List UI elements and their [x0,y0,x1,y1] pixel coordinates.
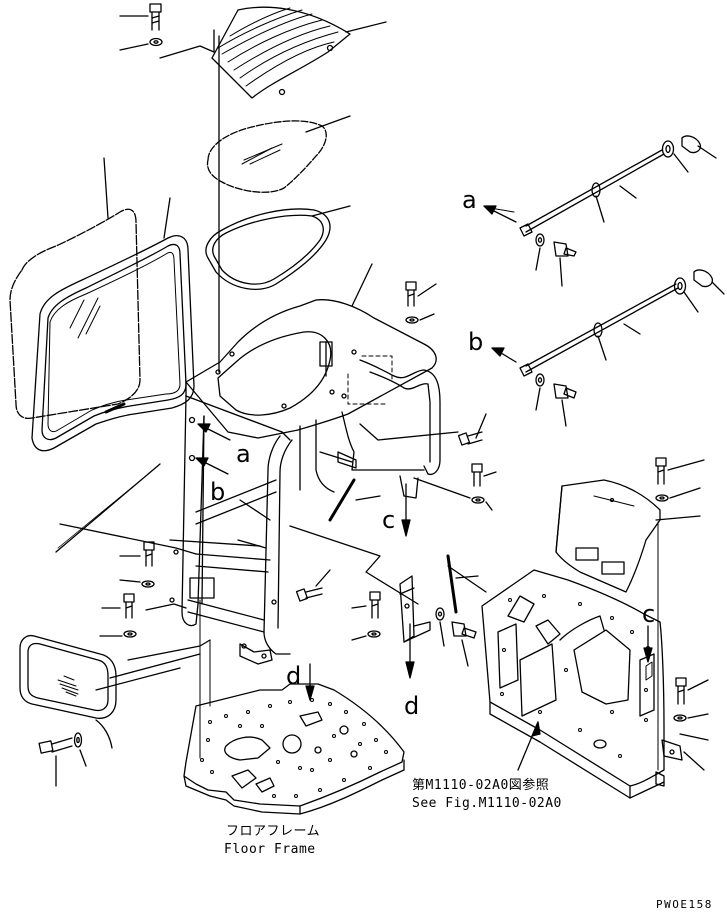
letter-b-arrow: b [468,328,484,356]
rod-b [520,270,724,376]
leader-guide-2 [170,540,260,546]
leader-diagonal [60,524,196,554]
rod-b-washer-bolt [536,374,576,426]
letter-d-floor: d [286,662,302,690]
short-strip-leader [356,496,380,500]
arrow-a-right [484,206,516,222]
short-strip [330,480,354,520]
letter-a-cab: a [236,440,251,468]
leader-top [160,30,214,58]
leader-left-bolts-2 [146,604,186,610]
floor-frame-label-en: Floor Frame [224,842,316,857]
leader-left-bolts [128,640,210,660]
bolt-mid-c [352,592,380,640]
side-window-frame [32,198,194,451]
roof-seal [206,206,350,289]
console-lower-cover [482,570,664,798]
bolt-mid-horizontal [297,570,330,601]
letter-a-arrow: a [462,186,477,214]
bolt-right-bottom [674,678,708,740]
rod-a-washer-bolt [490,208,576,286]
rear-window [20,636,200,748]
rod-a [520,136,716,236]
arrow-b-right [492,348,516,362]
console-upper-cover [556,480,660,592]
bolt-left-2 [102,594,134,618]
see-fig-label-en: See Fig.M1110-02A0 [412,796,562,811]
floor-frame [184,600,404,814]
long-strip [56,464,160,552]
letter-b-cab: b [210,478,226,506]
bolt-cab-right-mid [459,414,496,510]
washer-top-left [120,39,162,51]
letter-c-right: c [642,600,656,628]
drawing-code: PWOE158 [656,898,713,911]
roof-glass [208,116,350,192]
side-window-glass [10,158,140,418]
washer-left-2 [100,631,136,637]
arrow-a-cab [198,424,230,440]
mid-bracket [400,556,486,666]
bolt-top-left [120,4,161,30]
arrow-b-cab [196,458,228,474]
letter-d-mid: d [404,692,420,720]
leader-cab-right [360,424,458,440]
bolt-cab-right-top [406,282,436,323]
bolt-left-1 [120,542,154,566]
see-fig-label-jp: 第M1110-02A0図参照 [412,778,550,793]
washer-left-1 [120,580,154,587]
arrow-c-right [644,626,652,662]
cab-frame [170,264,440,664]
leader-mid-c [290,526,418,604]
arrow-c-mid [402,484,410,536]
bolt-right-top [656,458,704,770]
fig-ref-arrowhead [532,722,540,736]
letter-c-mid: c [382,506,396,534]
console-small-bracket [656,740,704,786]
leader-cab-right-2 [414,478,470,498]
sun-visor [212,7,386,98]
floor-frame-label-jp: フロアフレーム [226,824,321,839]
arrow-d-floor [306,664,314,700]
bolt-bottom-left [39,733,86,786]
arrow-d-mid [406,624,414,678]
